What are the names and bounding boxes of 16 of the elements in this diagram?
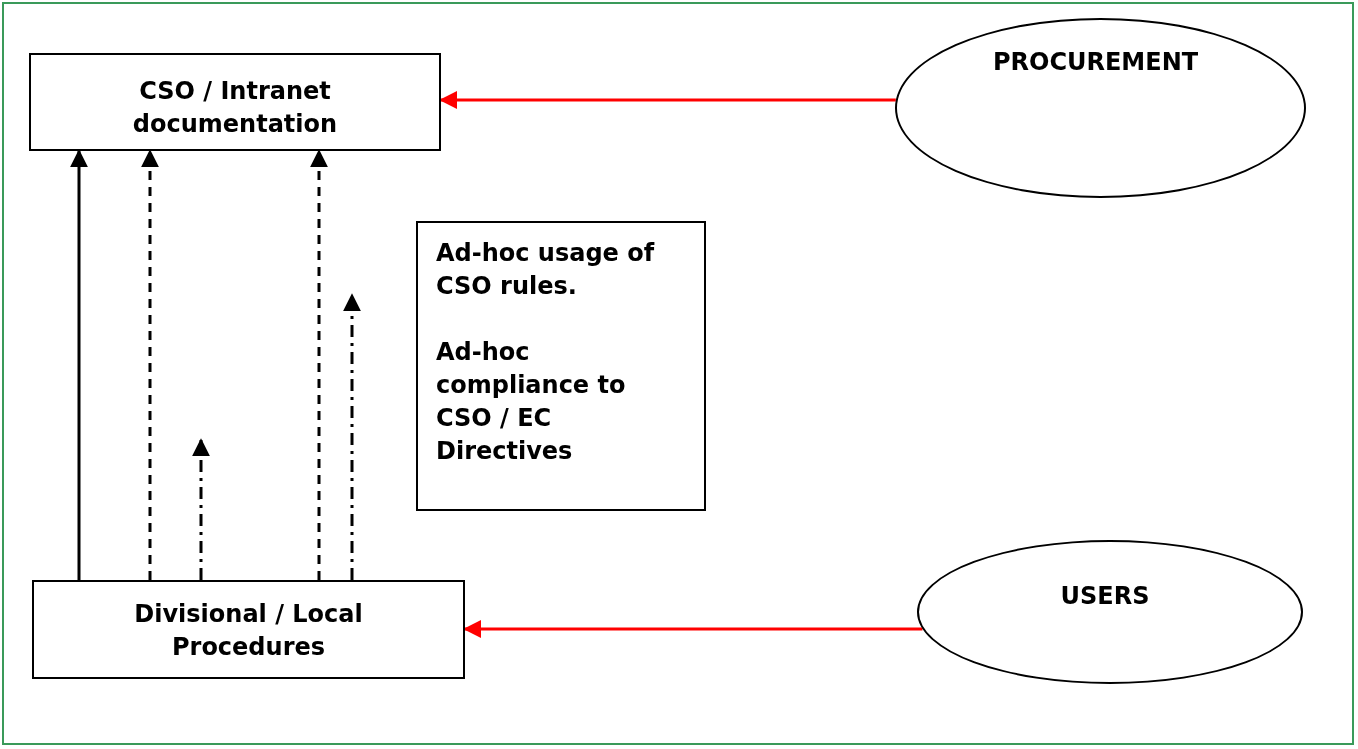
node-text: Ad-hoc compliance to CSO / EC Directives (436, 337, 627, 467)
node-text: USERS (1059, 581, 1151, 612)
process-box (416, 221, 706, 511)
node-text: CSO / Intranet documentation (131, 76, 339, 140)
node-text: Divisional / Local Procedures (133, 599, 364, 663)
arrow (192, 438, 210, 580)
node-text: Ad-hoc usage of CSO rules. (436, 238, 656, 302)
arrow (70, 149, 88, 580)
arrow (463, 620, 923, 638)
arrow (343, 293, 361, 580)
arrow (141, 149, 159, 580)
process-box (29, 53, 441, 151)
node-text: PROCUREMENT (991, 47, 1200, 78)
arrow (310, 149, 328, 580)
arrow (439, 91, 896, 109)
process-box (32, 580, 465, 679)
